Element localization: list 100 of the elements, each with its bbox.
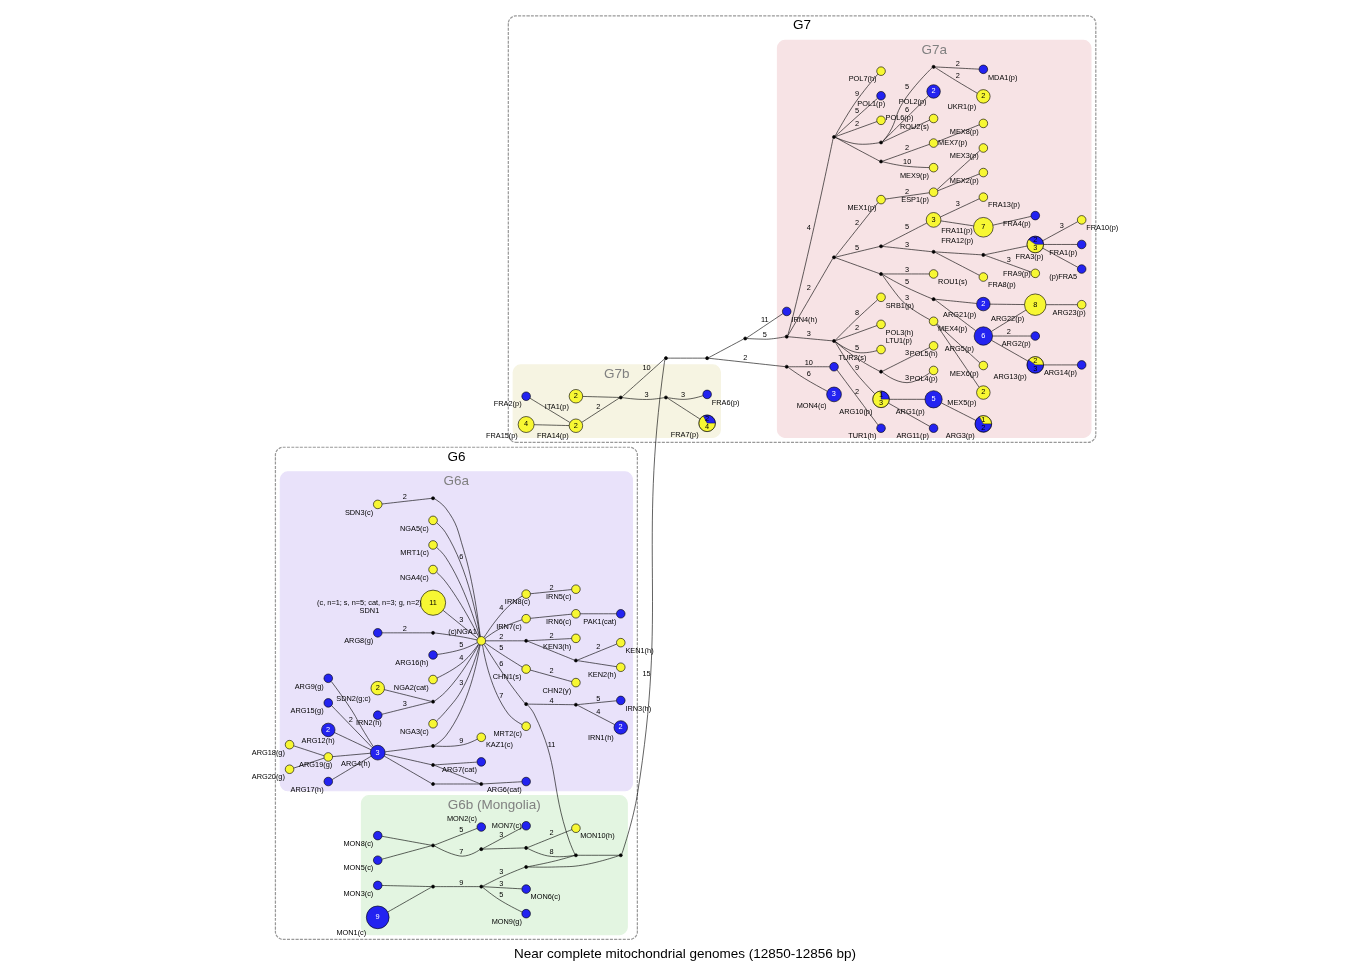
node-dot [478, 884, 483, 889]
connector [576, 854, 619, 856]
connector [834, 341, 880, 372]
node-circle [875, 66, 886, 76]
node-circle [978, 167, 988, 178]
node-circle [875, 115, 886, 125]
connector [483, 643, 525, 704]
connector [333, 732, 371, 751]
node-dot [430, 744, 435, 748]
node-dot [878, 272, 883, 276]
connector [992, 216, 1031, 226]
connector [834, 137, 880, 162]
connector [666, 357, 706, 359]
node-dot [523, 846, 528, 850]
node-circle [875, 344, 886, 355]
connector [666, 397, 700, 420]
connector [834, 121, 877, 137]
connector [786, 137, 833, 336]
node-circle [372, 855, 382, 865]
connector [881, 67, 932, 142]
node-circle [875, 195, 886, 205]
node-circle [372, 710, 382, 720]
connector [433, 783, 480, 785]
connector [526, 703, 575, 705]
node-circle [928, 365, 938, 376]
node-dot [878, 159, 883, 164]
node-circle [928, 423, 938, 433]
node-circle [1076, 215, 1086, 225]
connector [433, 738, 478, 747]
connector [381, 836, 432, 846]
node-circle [928, 163, 938, 173]
node-dot [618, 853, 623, 858]
connector [787, 336, 833, 342]
connector [386, 886, 432, 913]
node-circle [476, 636, 486, 646]
connector [1041, 221, 1078, 242]
node-dot [704, 356, 709, 360]
node-circle [1076, 264, 1086, 274]
node-dot [573, 853, 578, 858]
connector [621, 358, 665, 397]
connector [881, 274, 930, 320]
connector [581, 397, 620, 423]
node-circle [978, 143, 988, 153]
connector [482, 887, 522, 913]
node-circle [978, 192, 988, 202]
connector [621, 397, 665, 400]
connector [435, 571, 479, 638]
node-circle [521, 884, 531, 894]
node-dot [831, 135, 836, 139]
connector [435, 547, 480, 638]
connector [433, 886, 480, 887]
node-circle [427, 719, 438, 729]
node-dot [478, 847, 483, 851]
connector [707, 338, 744, 358]
connector [708, 357, 785, 367]
node-circle [875, 292, 886, 302]
connector [934, 67, 978, 94]
node-dot [478, 782, 483, 786]
node-circle [615, 609, 625, 619]
node-dot [430, 763, 435, 767]
connector [526, 704, 575, 855]
node-circle [570, 823, 581, 833]
connector [881, 347, 930, 372]
connector [881, 222, 927, 247]
connector [881, 95, 929, 142]
connector [481, 644, 522, 725]
node-circle [615, 662, 625, 672]
connector [527, 855, 620, 868]
node-dot [784, 364, 789, 369]
node-dot [430, 843, 435, 848]
connector [330, 681, 374, 747]
connector [666, 395, 703, 400]
node-dot [663, 395, 668, 400]
connector [746, 336, 785, 340]
connector [482, 781, 522, 785]
connector [834, 257, 880, 274]
node-circle [427, 540, 438, 550]
connector [576, 660, 617, 667]
node-dot [831, 339, 836, 343]
node-circle [1030, 331, 1040, 341]
node-circle [372, 628, 382, 638]
node-dot [931, 250, 935, 254]
node-circle [828, 362, 839, 372]
connector [436, 642, 478, 655]
node-circle [875, 423, 886, 433]
node-dot [742, 336, 747, 341]
node-circle [427, 650, 438, 660]
node-circle [521, 391, 531, 401]
node-dot [430, 630, 435, 635]
connector [621, 359, 665, 855]
connector [934, 298, 977, 304]
connector [1042, 364, 1078, 366]
node-circle [323, 752, 333, 762]
connector [834, 341, 877, 354]
node-dot [523, 638, 528, 643]
connector [940, 402, 976, 421]
connector [442, 610, 478, 639]
connector [934, 251, 982, 256]
connector [433, 761, 477, 766]
connector [526, 638, 572, 642]
